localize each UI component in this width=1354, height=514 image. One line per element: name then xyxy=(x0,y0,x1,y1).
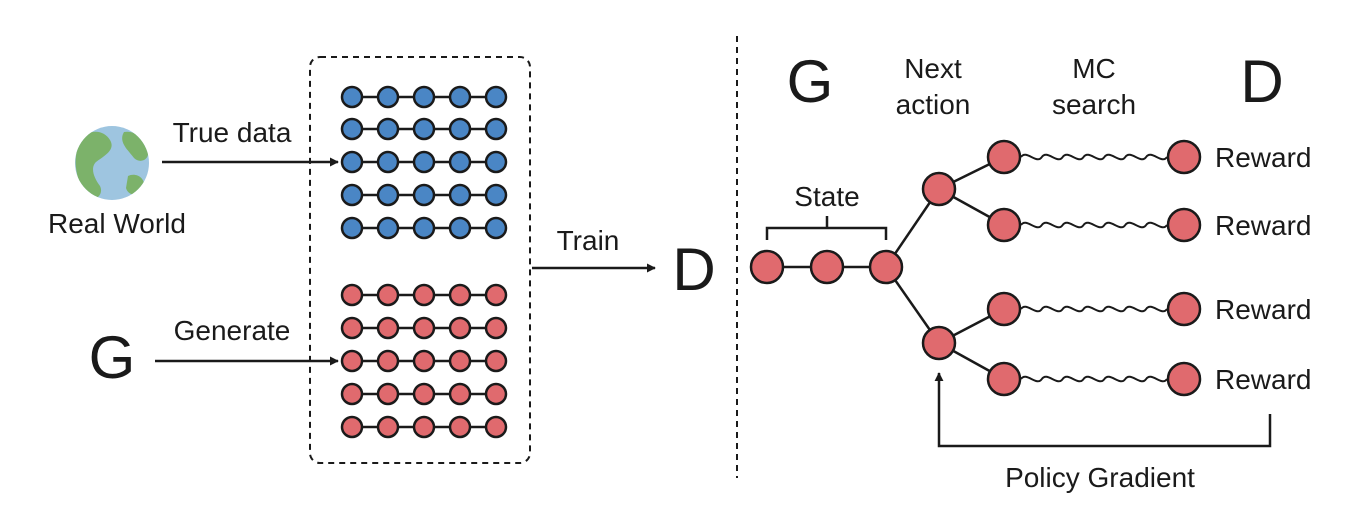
real-data-token-node xyxy=(340,85,364,109)
train-label: Train xyxy=(557,225,620,256)
real-data-token-node xyxy=(412,85,436,109)
mc-rollout-4 xyxy=(1020,375,1168,383)
generated-data-token-node xyxy=(412,283,436,307)
generated-data-token-node xyxy=(448,349,472,373)
reward-label-4: Reward xyxy=(1215,364,1311,395)
real-data-token-node xyxy=(484,150,508,174)
generated-data-token-node xyxy=(412,349,436,373)
generated-data-token-node xyxy=(340,349,364,373)
generate-label: Generate xyxy=(174,315,291,346)
generated-data-token-node xyxy=(448,283,472,307)
state-node xyxy=(868,249,904,285)
reward-node xyxy=(1166,139,1202,175)
real-world-label: Real World xyxy=(48,208,186,239)
real-data-token-node xyxy=(448,85,472,109)
real-data-sequences xyxy=(340,85,508,240)
next-action-label-line2: action xyxy=(896,89,971,120)
generated-data-token-node xyxy=(376,316,400,340)
generator-g-label: G xyxy=(89,324,136,391)
real-data-token-node xyxy=(484,183,508,207)
real-data-token-node xyxy=(376,85,400,109)
generated-data-token-node xyxy=(484,316,508,340)
generated-data-token-node xyxy=(340,382,364,406)
generated-data-token-node xyxy=(376,283,400,307)
mc-search-label-line1: MC xyxy=(1072,53,1116,84)
policy-gradient-arrow xyxy=(934,372,1272,448)
rollout-start-node xyxy=(986,291,1022,327)
real-data-token-node xyxy=(484,85,508,109)
real-data-token-node xyxy=(448,117,472,141)
real-data-token-node xyxy=(376,117,400,141)
real-data-token-node xyxy=(412,117,436,141)
reward-label-2: Reward xyxy=(1215,210,1311,241)
real-data-token-node xyxy=(484,216,508,240)
mc-rollout-3 xyxy=(1020,305,1168,313)
right-panel: G Next action MC search D State Reward R… xyxy=(749,48,1311,493)
real-data-token-node xyxy=(412,183,436,207)
real-data-token-node xyxy=(448,150,472,174)
rollout-start-node xyxy=(986,361,1022,397)
mc-rollouts xyxy=(1020,153,1168,383)
real-data-token-node xyxy=(340,150,364,174)
reward-node xyxy=(1166,361,1202,397)
real-data-token-node xyxy=(412,216,436,240)
state-bracket xyxy=(765,216,888,240)
generated-data-token-node xyxy=(484,415,508,439)
real-data-token-node xyxy=(448,183,472,207)
generated-data-token-node xyxy=(448,382,472,406)
real-data-token-node xyxy=(448,216,472,240)
mc-rollout-2 xyxy=(1020,221,1168,229)
generated-data-token-node xyxy=(340,316,364,340)
real-data-token-node xyxy=(340,183,364,207)
real-data-token-node xyxy=(340,216,364,240)
generator-g-title: G xyxy=(787,48,834,115)
true-data-label: True data xyxy=(173,117,292,148)
generated-data-token-node xyxy=(484,349,508,373)
generated-data-token-node xyxy=(484,283,508,307)
next-action-node xyxy=(921,171,957,207)
discriminator-d-title: D xyxy=(1240,48,1283,115)
generated-data-token-node xyxy=(412,382,436,406)
left-panel: Real World True data G Generate Train D xyxy=(48,56,716,464)
state-node xyxy=(749,249,785,285)
real-data-token-node xyxy=(340,117,364,141)
state-node xyxy=(809,249,845,285)
state-label: State xyxy=(794,181,859,212)
generated-data-sequences xyxy=(340,283,508,439)
real-data-token-node xyxy=(376,150,400,174)
generated-data-token-node xyxy=(412,316,436,340)
generated-data-token-node xyxy=(448,415,472,439)
reward-label-1: Reward xyxy=(1215,142,1311,173)
generated-data-token-node xyxy=(376,382,400,406)
generated-data-token-node xyxy=(448,316,472,340)
training-data-box xyxy=(309,56,531,464)
real-data-token-node xyxy=(376,216,400,240)
generated-data-token-node xyxy=(484,382,508,406)
next-action-node xyxy=(921,325,957,361)
rollout-start-node xyxy=(986,207,1022,243)
discriminator-d-label: D xyxy=(672,236,715,303)
real-data-token-node xyxy=(376,183,400,207)
globe-icon xyxy=(75,126,149,200)
next-action-label-line1: Next xyxy=(904,53,962,84)
generated-data-token-node xyxy=(412,415,436,439)
real-data-token-node xyxy=(484,117,508,141)
tree-nodes xyxy=(749,139,1202,397)
generated-data-token-node xyxy=(340,415,364,439)
real-data-token-node xyxy=(412,150,436,174)
policy-gradient-label: Policy Gradient xyxy=(1005,462,1195,493)
reward-node xyxy=(1166,291,1202,327)
mc-rollout-1 xyxy=(1020,153,1168,161)
mc-search-label-line2: search xyxy=(1052,89,1136,120)
generated-data-token-node xyxy=(376,349,400,373)
reward-label-3: Reward xyxy=(1215,294,1311,325)
generated-data-token-node xyxy=(376,415,400,439)
rollout-start-node xyxy=(986,139,1022,175)
reward-node xyxy=(1166,207,1202,243)
generated-data-token-node xyxy=(340,283,364,307)
